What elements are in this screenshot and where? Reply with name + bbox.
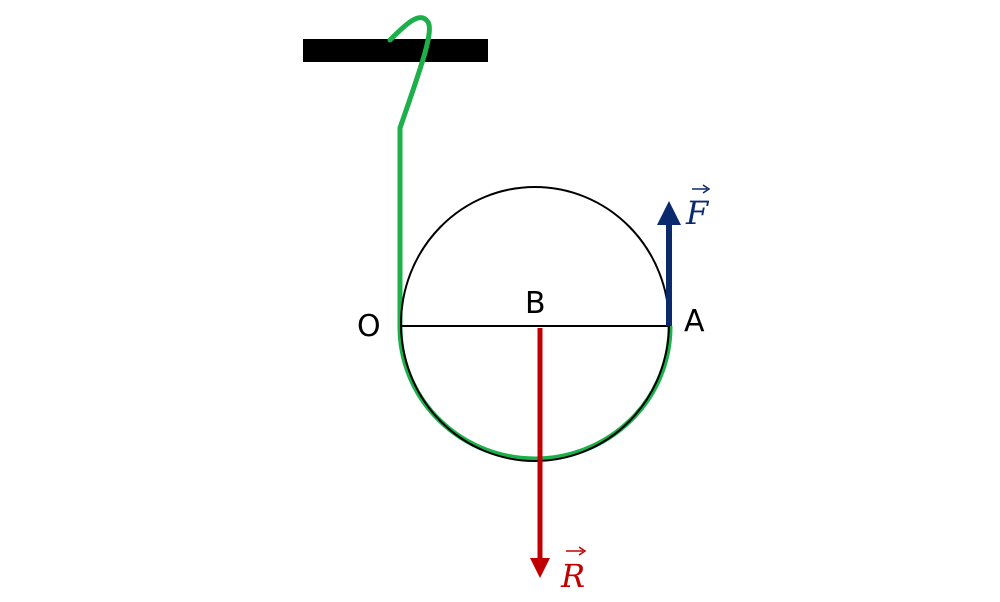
label-point-b: B [525,286,546,321]
vector-r-text: R [560,557,585,595]
label-vector-f: F [685,184,711,232]
label-vector-r: R [560,546,587,595]
vector-r-accent-head [578,546,587,556]
ceiling-support [303,39,488,62]
rope [387,15,673,462]
vector-f-accent-head [702,184,711,194]
label-point-a: A [684,304,705,339]
label-point-o: O [357,309,381,344]
vector-f-text: F [685,194,710,232]
